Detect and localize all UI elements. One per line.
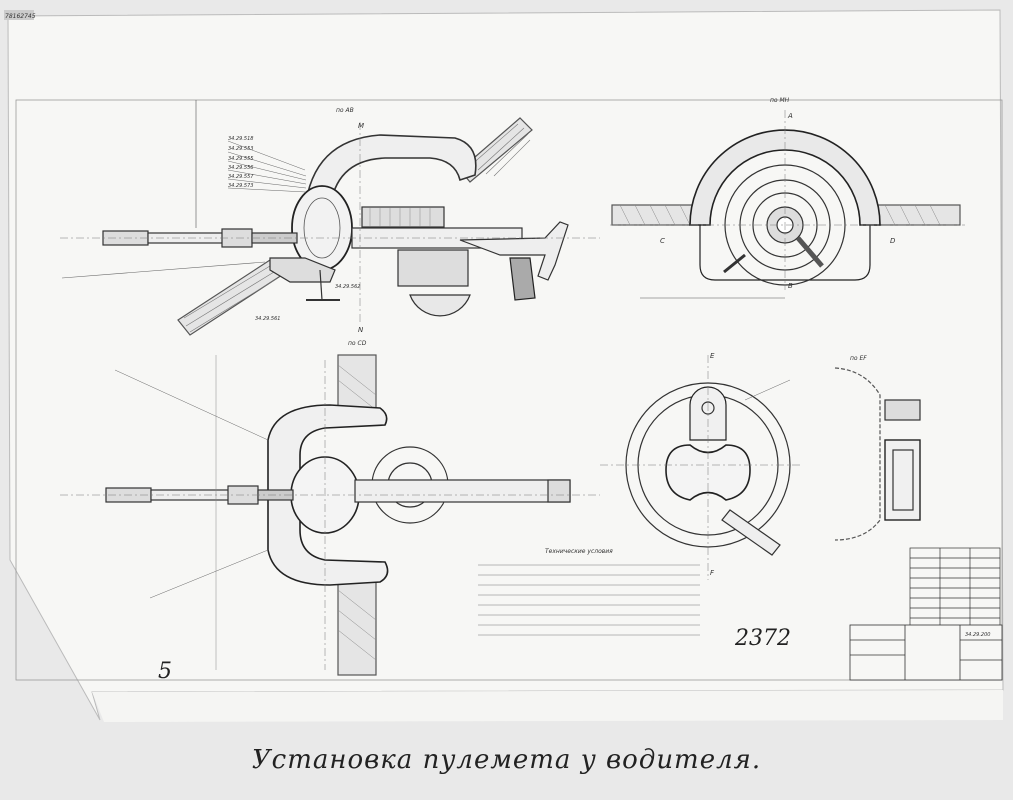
front-view-mount (610, 110, 965, 299)
technical-notes (478, 564, 700, 636)
part-label-5: 34.29.557 (228, 174, 254, 180)
part-callouts (227, 140, 307, 193)
section-letter-c: C (660, 237, 665, 245)
section-letter-a: A (787, 112, 793, 120)
part-label-4: 34.29.556 (228, 165, 253, 171)
part-label-1: 34.29.518 (228, 136, 253, 142)
page-mark: 5 (158, 659, 172, 684)
section-detail-side (834, 367, 921, 541)
side-view-gun (60, 100, 600, 336)
part-label-7: 34.29.561 (255, 316, 280, 322)
view-label-detail: по ЕF (850, 355, 867, 362)
detail-view-round (600, 355, 800, 580)
paper-lower-strip (92, 690, 1003, 722)
parts-table (909, 547, 1001, 631)
section-letter-m: M (358, 122, 364, 130)
view-label-top-right: по МН (770, 97, 790, 104)
drawing-number: 2372 (734, 626, 791, 651)
notes-title: Технические условия (545, 548, 613, 555)
caption: Установка пулемета у водителя. (251, 745, 762, 775)
part-label-6: 34.29.573 (228, 183, 253, 189)
section-letter-e: E (710, 352, 715, 360)
view-label-bottom-left: по СD (348, 340, 367, 347)
part-label-8: 34.29.562 (335, 284, 360, 290)
drawing-frame (15, 99, 1003, 681)
corner-code: 78162745 (5, 13, 36, 20)
section-letter-d: D (890, 237, 896, 245)
part-label-2: 34.29.553 (228, 146, 253, 152)
corner-code-box (4, 10, 34, 20)
section-letter-n: N (358, 326, 364, 334)
title-block-code: 34.29.200 (965, 632, 990, 638)
plan-view-gun (60, 354, 600, 676)
paper-sheet (7, 9, 1004, 721)
section-letter-f: F (710, 569, 715, 577)
view-label-top-left: по АВ (336, 107, 354, 114)
title-block (849, 624, 1003, 681)
section-letter-b: B (788, 282, 793, 290)
part-label-3: 34.29.555 (228, 156, 253, 162)
